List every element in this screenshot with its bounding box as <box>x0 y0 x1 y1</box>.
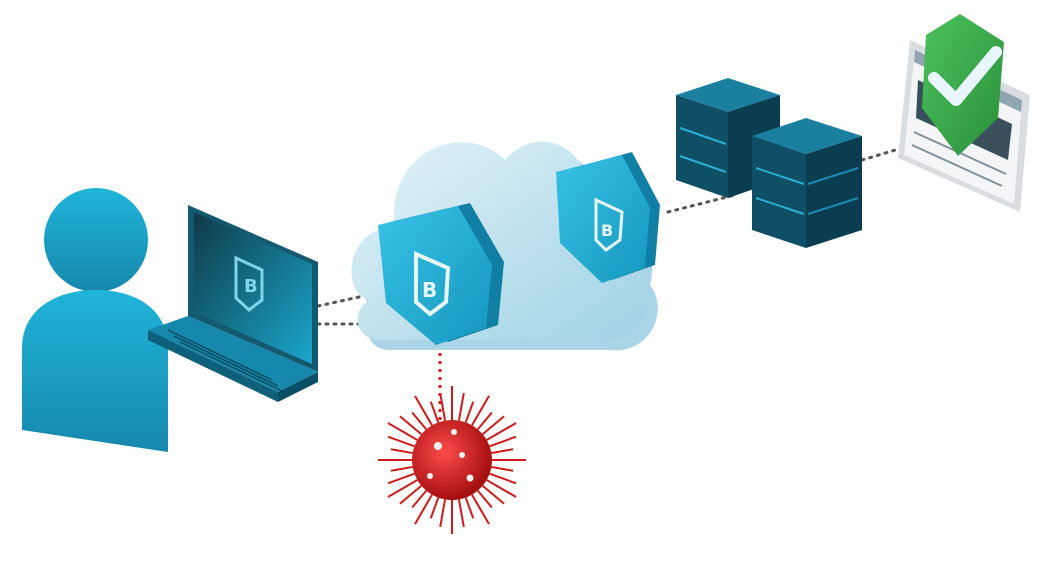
virus-spike <box>491 465 514 472</box>
virus-spike <box>414 494 433 525</box>
servers-to-page-line <box>860 146 904 162</box>
keyboard <box>167 329 285 393</box>
laptop-screen-logo-icon: B <box>234 255 264 312</box>
virus-spike <box>399 484 423 505</box>
virus-spike <box>489 435 517 448</box>
virus-spike <box>387 422 418 441</box>
server-stack-icon <box>676 78 862 248</box>
virus-icon <box>378 386 526 534</box>
virus-spike <box>486 479 517 498</box>
virus-spike <box>429 401 440 423</box>
virus-spike <box>457 392 465 421</box>
shield-to-servers-line <box>666 193 737 214</box>
shield-front-icon: B <box>378 203 504 345</box>
checkmark-icon <box>928 46 1002 106</box>
svg-text:B: B <box>244 276 258 297</box>
laptop-icon: B <box>148 205 318 402</box>
virus-spike <box>464 497 475 519</box>
virus-spike <box>457 499 465 528</box>
virus-spike <box>471 395 490 426</box>
virus-spike <box>471 494 490 525</box>
virus-spike <box>464 401 475 423</box>
virus-spike <box>481 415 505 436</box>
virus-spike <box>491 448 514 455</box>
virus-spike <box>486 422 517 441</box>
virus-spike <box>429 497 440 519</box>
virus-spike <box>399 415 423 436</box>
laptop-to-shield-line-1 <box>316 286 402 308</box>
user-silhouette-icon <box>22 188 168 452</box>
virus-spike <box>387 435 415 448</box>
check-shield-icon <box>922 14 1004 156</box>
server-stack-front <box>752 118 862 248</box>
virus-spike <box>411 489 428 509</box>
svg-text:B: B <box>601 221 613 240</box>
virus-spike <box>439 499 447 528</box>
shield-back-icon: B <box>556 152 660 283</box>
virus-spike <box>476 411 493 431</box>
svg-text:B: B <box>422 278 437 302</box>
virus-spike <box>414 395 433 426</box>
virus-spike <box>387 479 418 498</box>
virus-spike <box>411 411 428 431</box>
virus-spike <box>390 448 413 455</box>
virus-spike <box>481 484 505 505</box>
virus-spike <box>390 465 413 472</box>
virus-spike <box>476 489 493 509</box>
virus-spike <box>387 472 415 485</box>
virus-spike <box>439 392 447 421</box>
virus-spike <box>489 472 517 485</box>
